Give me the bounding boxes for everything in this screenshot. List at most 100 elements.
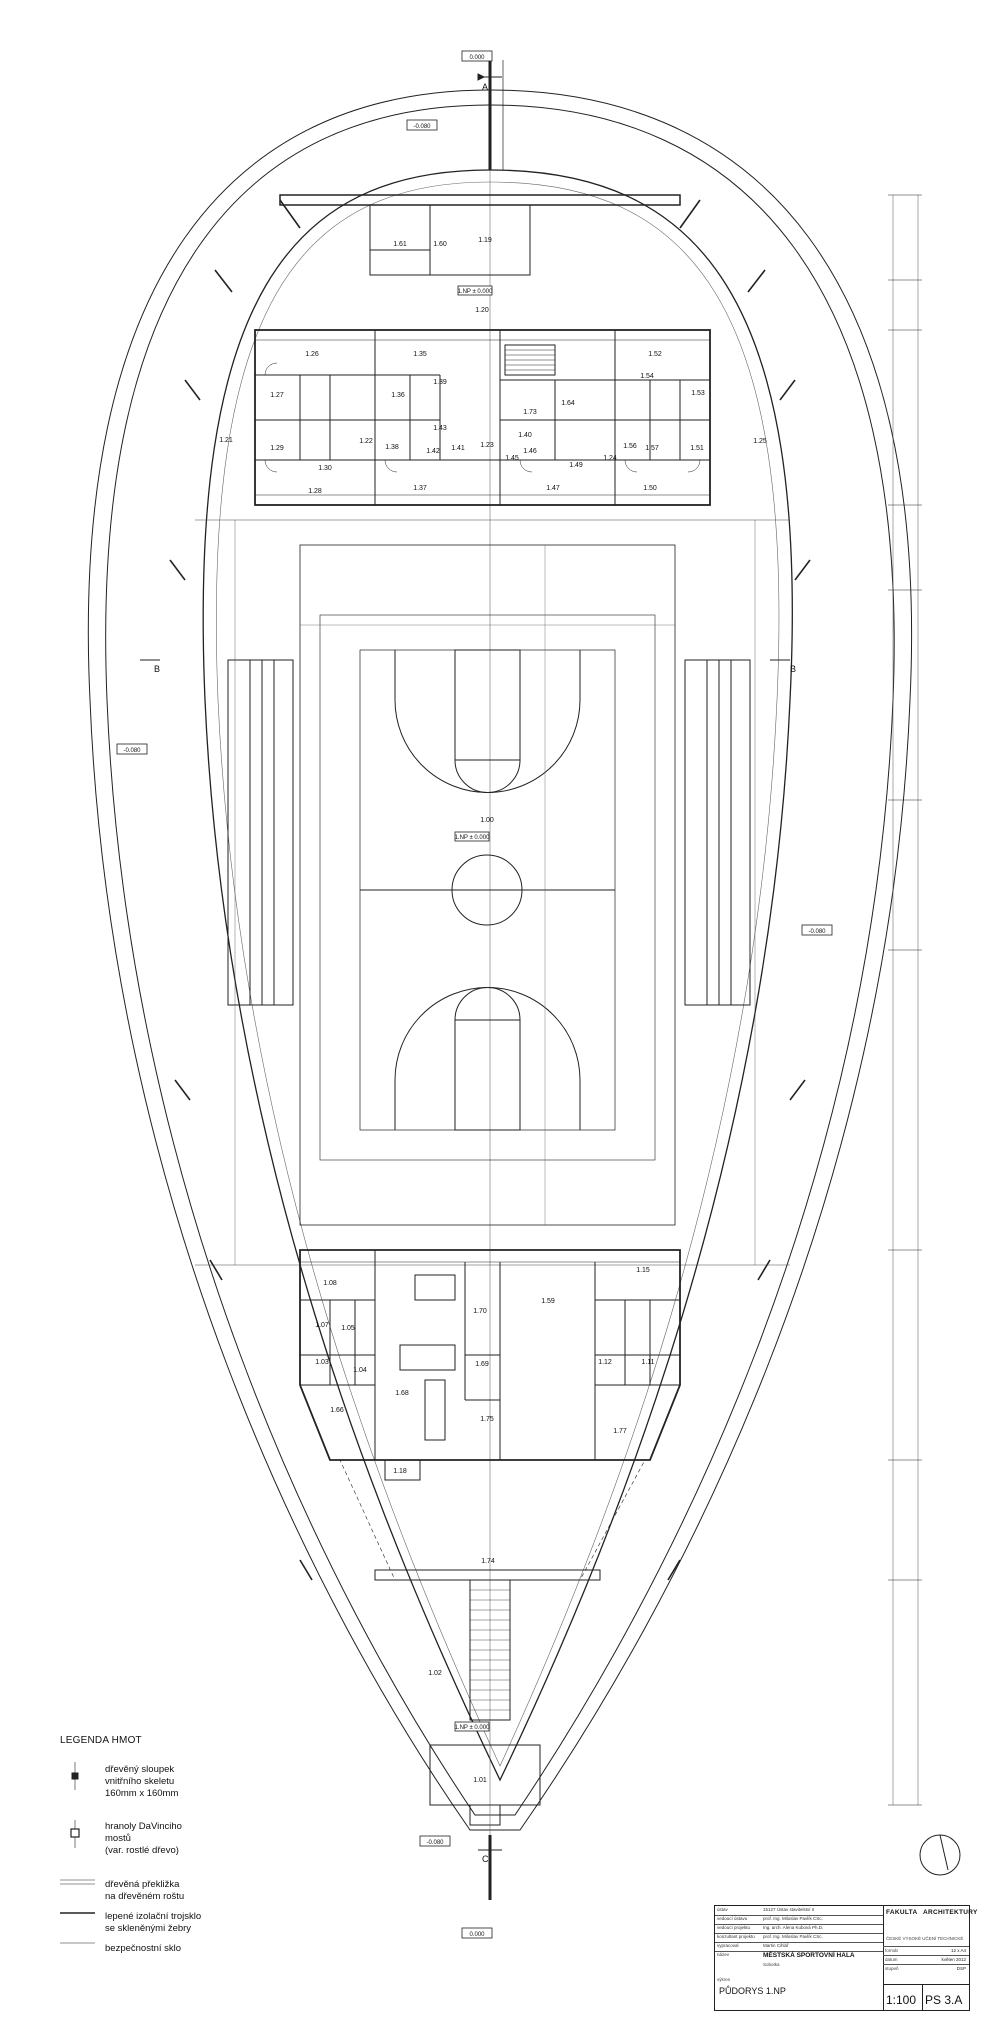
room-1-77: 1.77 <box>613 1428 627 1435</box>
room-1-45: 1.45 <box>505 455 519 462</box>
room-1-57: 1.57 <box>645 445 659 452</box>
school-name: ČESKÉ VYSOKÉ UČENÍ TECHNICKÉ <box>886 1936 964 1941</box>
tb-row-consultant: konzultant projektu prof. Ing. Miloslav … <box>715 1933 883 1943</box>
room-1-21: 1.21 <box>219 437 233 444</box>
title-block-info: ústav 15127 Ústav stavitelství II vedouc… <box>715 1906 884 2010</box>
project-name: MĚSTSKÁ SPORTOVNÍ HALA <box>763 1952 855 1959</box>
title-block: ústav 15127 Ústav stavitelství II vedouc… <box>714 1905 977 2011</box>
room-1-75: 1.75 <box>480 1416 494 1423</box>
room-1-51: 1.51 <box>690 445 704 452</box>
room-1-29: 1.29 <box>270 445 284 452</box>
level-minus-left: -0.080 <box>123 748 141 754</box>
tb-value: Ing. arch. Alena Kubová Ph.D. <box>763 1925 824 1930</box>
legend-item-safety-glass: bezpečnostní sklo <box>60 1943 310 1963</box>
room-1-68: 1.68 <box>395 1390 409 1397</box>
room-1-42: 1.42 <box>426 448 440 455</box>
room-1-35: 1.35 <box>413 351 427 358</box>
tb-key: vypracoval <box>717 1943 739 1948</box>
tb-key: vedoucí ústavu <box>717 1916 748 1921</box>
tb-row-institute: ústav 15127 Ústav stavitelství II <box>715 1906 883 1916</box>
room-1-20: 1.20 <box>475 307 489 314</box>
room-1-50: 1.50 <box>643 485 657 492</box>
room-1-46: 1.46 <box>523 448 537 455</box>
room-1-04: 1.04 <box>353 1367 367 1374</box>
room-1-25: 1.25 <box>753 438 767 445</box>
tb-row-supervisor: vedoucí projektu Ing. arch. Alena Kubová… <box>715 1924 883 1934</box>
drawing-title: PŮDORYS 1.NP <box>719 1986 786 1996</box>
project-place: Sobotka <box>763 1962 780 1967</box>
room-1-49: 1.49 <box>569 462 583 469</box>
section-mark-b-right: B <box>790 664 796 674</box>
tb-key: ústav <box>717 1907 728 1912</box>
room-1-60: 1.60 <box>433 241 447 248</box>
tb-scale-row: 1:100 PS 3.A <box>883 1984 969 2011</box>
legend-item-beam: hranoly DaVinciho mostů (var. rostlé dře… <box>60 1821 310 1879</box>
level-np-top: 1.NP ± 0.000 <box>458 289 494 295</box>
tb-row-author: vypracoval Martin Cihlář <box>715 1942 883 1952</box>
room-1-18: 1.18 <box>393 1468 407 1475</box>
room-1-54: 1.54 <box>640 373 654 380</box>
room-1-74: 1.74 <box>481 1558 495 1565</box>
legend-text-safety-glass: bezpečnostní sklo <box>105 1943 182 1954</box>
tb-meta-stage: stupeň DSP <box>883 1964 969 1974</box>
room-1-39: 1.39 <box>433 379 447 386</box>
tb-meta-value: květen 2012 <box>941 1957 966 1962</box>
outer-envelope-inner-line <box>105 104 895 1816</box>
room-1-02: 1.02 <box>428 1670 442 1677</box>
tb-value: Martin Cihlář <box>763 1943 789 1948</box>
tb-meta-format: formát 12 x A4 <box>883 1946 969 1956</box>
tb-meta-key: datum <box>885 1957 898 1962</box>
room-1-52: 1.52 <box>648 351 662 358</box>
legend-text-column: dřevěný sloupek vnitřního skeletu 160mm … <box>105 1764 179 1799</box>
room-1-08: 1.08 <box>323 1280 337 1287</box>
section-mark-b-left: B <box>154 664 160 674</box>
title-block-meta: FAKULTA ARCHITEKTURY ČESKÉ VYSOKÉ UČENÍ … <box>883 1906 977 2011</box>
room-1-23: 1.23 <box>480 442 494 449</box>
room-1-41: 1.41 <box>451 445 465 452</box>
room-1-61: 1.61 <box>393 241 407 248</box>
room-1-59: 1.59 <box>541 1298 555 1305</box>
room-1-12: 1.12 <box>598 1359 612 1366</box>
legend-item-glass: lepené izolační trojsklo se skleněnými ž… <box>60 1911 310 1943</box>
drawing-scale: 1:100 <box>886 1993 917 2007</box>
tb-key: vedoucí projektu <box>717 1925 751 1930</box>
legend-text-plywood: dřevěná překližka na dřevěném roštu <box>105 1879 185 1902</box>
tb-meta-key: stupeň <box>885 1966 899 1971</box>
level-np-center: 1.NP ± 0.000 <box>455 835 491 841</box>
room-1-64: 1.64 <box>561 400 575 407</box>
room-1-73: 1.73 <box>523 409 537 416</box>
tb-value: prof. Ing. Miloslav Pavlík CSc. <box>763 1934 823 1939</box>
tb-key: konzultant projektu <box>717 1934 755 1939</box>
room-1-56: 1.56 <box>623 443 637 450</box>
room-1-27: 1.27 <box>270 392 284 399</box>
level-np-bottom: 1.NP ± 0.000 <box>455 1725 491 1731</box>
level-top: 0.000 <box>469 55 485 61</box>
tb-project-key: název <box>717 1952 730 1957</box>
level-minus-bottom: -0.080 <box>426 1840 444 1846</box>
room-1-43: 1.43 <box>433 425 447 432</box>
room-1-26: 1.26 <box>305 351 319 358</box>
legend-text-beam: hranoly DaVinciho mostů (var. rostlé dře… <box>105 1821 182 1856</box>
room-1-66: 1.66 <box>330 1407 344 1414</box>
tb-value: prof. Ing. Miloslav Pavlík CSc. <box>763 1916 823 1921</box>
faculty-name: FAKULTA <box>886 1909 918 1916</box>
room-1-03: 1.03 <box>315 1359 329 1366</box>
faculty-name-2: ARCHITEKTURY <box>923 1909 978 1916</box>
room-1-37: 1.37 <box>413 485 427 492</box>
outer-envelope-outer-line <box>87 89 913 1831</box>
tb-row-head: vedoucí ústavu prof. Ing. Miloslav Pavlí… <box>715 1915 883 1925</box>
room-1-36: 1.36 <box>391 392 405 399</box>
room-1-07: 1.07 <box>315 1322 329 1329</box>
room-1-30: 1.30 <box>318 465 332 472</box>
room-1-53: 1.53 <box>691 390 705 397</box>
drawing-key: výkres <box>717 1977 731 1982</box>
room-1-19: 1.19 <box>478 237 492 244</box>
room-1-69: 1.69 <box>475 1361 489 1368</box>
room-1-28: 1.28 <box>308 488 322 495</box>
room-1-70: 1.70 <box>473 1308 487 1315</box>
legend-item-plywood: dřevěná překližka na dřevěném roštu <box>60 1879 310 1911</box>
tb-meta-value: 12 x A4 <box>950 1948 966 1953</box>
drawing-number: PS 3.A <box>925 1993 963 2007</box>
inner-glazing-line <box>202 169 793 1782</box>
